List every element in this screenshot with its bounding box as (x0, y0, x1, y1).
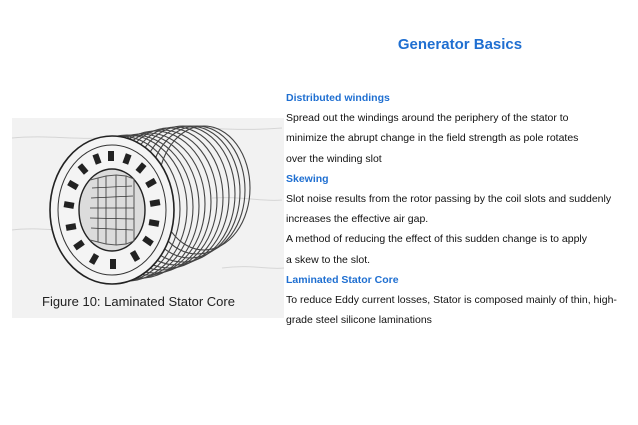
body-line: increases the effective air gap. (286, 213, 429, 226)
section-heading: Distributed windings (286, 92, 390, 104)
body-line: a skew to the slot. (286, 253, 371, 266)
section-heading: Skewing (286, 172, 329, 185)
body-line: A method of reducing the effect of this … (286, 233, 588, 246)
stator-core-figure: Figure 10: Laminated Stator Core (12, 118, 284, 318)
body-line: Spread out the windings around the perip… (286, 112, 569, 125)
body-line: over the winding slot (286, 152, 382, 165)
body-line: To reduce Eddy current losses, Stator is… (286, 294, 617, 307)
slide-title: Generator Basics (397, 36, 523, 53)
body-line: Slot noise results from the rotor passin… (286, 193, 612, 206)
section-heading: Laminated Stator Core (286, 273, 399, 286)
content-text: Distributed windings Spread out the wind… (286, 88, 632, 330)
slide-title-wrapper: Generator Basics (360, 36, 560, 54)
laminated-stator-core-illustration (12, 125, 284, 285)
body-line: grade steel silicone laminations (286, 314, 432, 327)
body-line: minimize the abrupt change in the field … (286, 132, 579, 145)
figure-caption: Figure 10: Laminated Stator Core (42, 294, 235, 309)
